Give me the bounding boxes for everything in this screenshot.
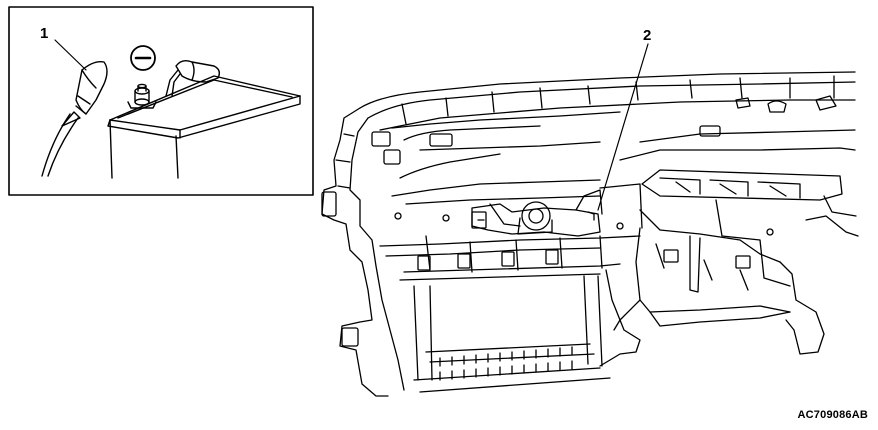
callout-label-1: 1	[40, 25, 49, 42]
negative-cable	[41, 60, 108, 177]
instrument-panel	[321, 71, 859, 397]
callout-label-2: 2	[643, 27, 652, 44]
connector-grid	[439, 346, 573, 381]
lower-frame	[413, 275, 603, 381]
leader-line-1	[54, 39, 87, 71]
battery-inset	[8, 6, 314, 196]
minus-circle-icon	[130, 45, 156, 71]
panel-top-edge	[359, 71, 856, 109]
figure-code: AC709086AB	[797, 409, 868, 421]
leader-line-2	[597, 43, 649, 211]
center-vent	[641, 169, 843, 201]
battery	[107, 59, 301, 179]
panel-left-end	[321, 107, 389, 397]
